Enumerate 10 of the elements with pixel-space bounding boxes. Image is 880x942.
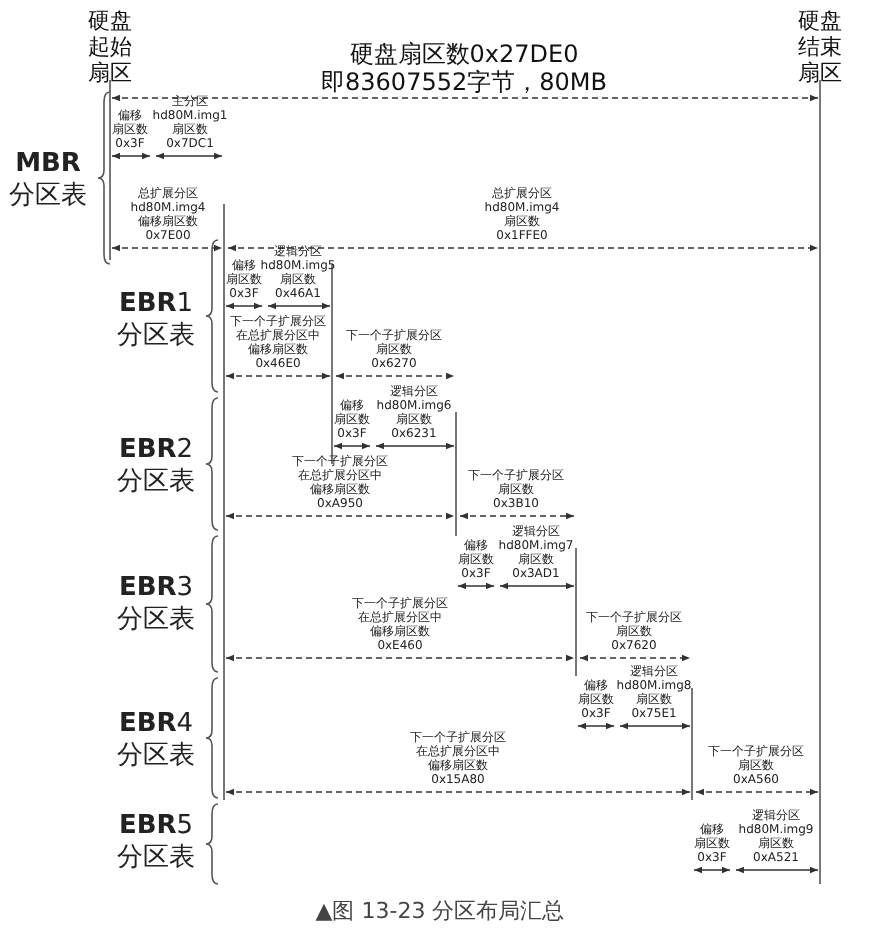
table-label: MBR 分区表	[9, 148, 87, 212]
caption: ▲图 13-23 分区布局汇总	[315, 896, 565, 926]
axis-label: 硬盘结束扇区	[798, 8, 842, 88]
axis-label: 硬盘起始扇区	[88, 8, 132, 88]
total-size-label: 硬盘扇区数0x27DE0 即83607552字节，80MB	[321, 40, 607, 98]
table-label: EBR4 分区表	[117, 708, 195, 772]
table-label: EBR1 分区表	[117, 288, 195, 352]
table-label: EBR3 分区表	[117, 572, 195, 636]
table-label: EBR2 分区表	[117, 434, 195, 498]
table-label: EBR5 分区表	[117, 810, 195, 874]
